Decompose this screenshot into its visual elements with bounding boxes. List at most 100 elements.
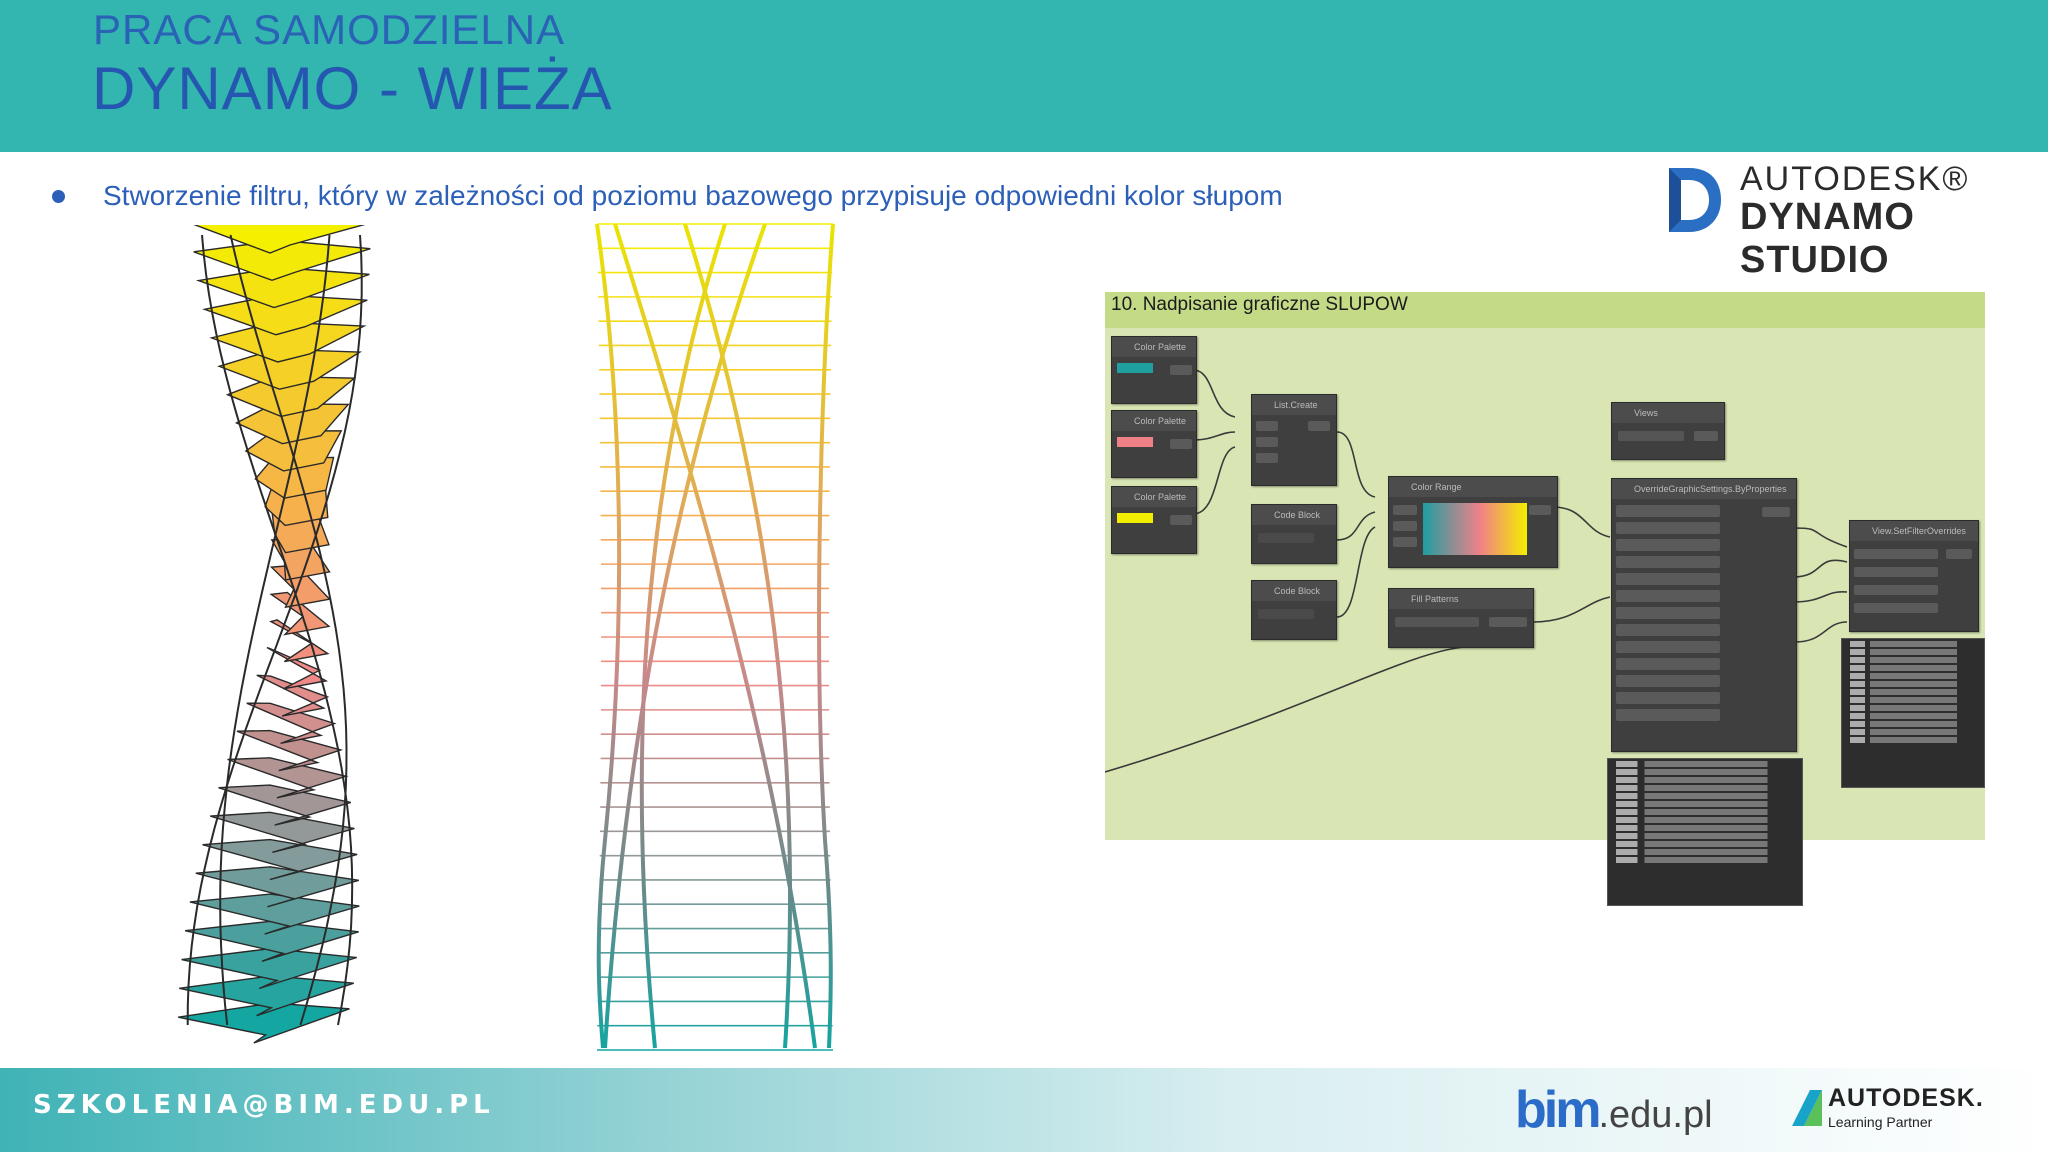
wire-column-curve [817, 223, 835, 1049]
fill-pattern-dropdown[interactable] [1395, 617, 1479, 627]
footer-banner: SZKOLENIA@BIM.EDU.PL bim.edu.pl AUTODESK… [0, 1068, 2048, 1152]
fill-patterns-node[interactable]: Fill Patterns [1388, 588, 1534, 648]
override-graphic-settings-node[interactable]: OverrideGraphicSettings.ByProperties [1611, 478, 1797, 752]
input-port[interactable] [1854, 585, 1938, 595]
dynamo-studio-logo: AUTODESK® DYNAMO STUDIO [1665, 160, 2045, 281]
node-header: Color Palette [1112, 487, 1196, 507]
wire-column-curve [603, 223, 767, 1049]
node-header: Code Block [1252, 581, 1336, 601]
color-palette-node-3[interactable]: Color Palette [1111, 486, 1197, 554]
node-header: View.SetFilterOverrides [1850, 521, 1978, 541]
input-port[interactable] [1616, 675, 1720, 687]
graph-group-header: 10. Nadpisanie graficzne SLUPOW [1105, 292, 1985, 328]
tower-column [201, 234, 354, 1026]
code-input[interactable] [1258, 533, 1314, 543]
input-port[interactable] [1854, 549, 1938, 559]
output-port[interactable] [1170, 515, 1192, 525]
autodesk-a-icon [1792, 1090, 1822, 1126]
input-port[interactable] [1616, 573, 1720, 585]
input-port[interactable] [1616, 505, 1720, 517]
input-port[interactable] [1256, 421, 1278, 431]
output-port[interactable] [1694, 431, 1718, 441]
color-range-node[interactable]: Color Range [1388, 476, 1558, 568]
node-header: Code Block [1252, 505, 1336, 525]
input-port[interactable] [1616, 624, 1720, 636]
code-block-node-1[interactable]: Code Block [1251, 504, 1337, 564]
views-node[interactable]: Views [1611, 402, 1725, 460]
output-port[interactable] [1529, 505, 1551, 515]
node-header: Color Palette [1112, 337, 1196, 357]
tower-floor-slab [246, 702, 337, 745]
view-dropdown[interactable] [1618, 431, 1684, 441]
bullet-text: Stworzenie filtru, który w zależności od… [103, 180, 1283, 211]
bim-edu-logo: bim.edu.pl [1515, 1080, 1713, 1140]
header-banner: PRACA SAMODZIELNA DYNAMO - WIEŻA [0, 0, 2048, 152]
dynamo-graph-screenshot: 10. Nadpisanie graficzne SLUPOW Color Pa… [1105, 292, 1985, 906]
color-palette-node-2[interactable]: Color Palette [1111, 410, 1197, 478]
tower-floor-slab [210, 811, 355, 853]
code-input[interactable] [1258, 609, 1314, 619]
tower-floor-slab [193, 225, 366, 254]
input-port[interactable] [1616, 692, 1720, 704]
code-block-node-2[interactable]: Code Block [1251, 580, 1337, 640]
tower-floor-slab [178, 1002, 350, 1044]
input-port[interactable] [1393, 521, 1417, 531]
tower-wireframe-render [595, 223, 835, 1051]
wire-column-curve [595, 223, 622, 1049]
autodesk-wordmark: AUTODESK® [1740, 160, 1970, 198]
output-port[interactable] [1489, 617, 1527, 627]
autodesk-learning-partner-logo: AUTODESK. Learning Partner [1790, 1084, 1990, 1140]
output-port[interactable] [1762, 507, 1790, 517]
list-create-node[interactable]: List.Create [1251, 394, 1337, 486]
tower-floor-slab [218, 784, 352, 826]
tower-floor-slab [202, 838, 358, 881]
input-port[interactable] [1616, 709, 1720, 721]
input-port[interactable] [1854, 603, 1938, 613]
input-port[interactable] [1256, 437, 1278, 447]
output-port[interactable] [1308, 421, 1330, 431]
bim-domain: .edu.pl [1598, 1094, 1713, 1136]
input-port[interactable] [1616, 641, 1720, 653]
output-port[interactable] [1170, 365, 1192, 375]
color-swatch-pink[interactable] [1117, 437, 1153, 447]
header-title: DYNAMO - WIEŻA [92, 55, 613, 122]
learning-partner-text: Learning Partner [1828, 1114, 1933, 1130]
tower-floor-slab [236, 729, 344, 772]
wire-column-curve [613, 223, 817, 1049]
contact-email[interactable]: SZKOLENIA@BIM.EDU.PL [33, 1090, 495, 1120]
input-port[interactable] [1256, 453, 1278, 463]
node-header: OverrideGraphicSettings.ByProperties [1612, 479, 1796, 499]
input-port[interactable] [1616, 590, 1720, 602]
node-header: Color Range [1389, 477, 1557, 497]
node-header: Color Palette [1112, 411, 1196, 431]
output-port[interactable] [1170, 439, 1192, 449]
graph-group-title: 10. Nadpisanie graficzne SLUPOW [1111, 294, 1408, 315]
set-filter-overrides-node[interactable]: View.SetFilterOverrides [1849, 520, 1979, 632]
color-swatch-yellow[interactable] [1117, 513, 1153, 523]
bim-wordmark: bim [1515, 1081, 1601, 1139]
input-port[interactable] [1393, 537, 1417, 547]
node-header: Fill Patterns [1389, 589, 1533, 609]
tower-floor-slab [256, 674, 330, 717]
bullet-dot-icon [52, 189, 65, 203]
dynamo-studio-wordmark: DYNAMO STUDIO [1740, 196, 1915, 281]
output-port[interactable] [1946, 549, 1972, 559]
input-port[interactable] [1616, 539, 1720, 551]
input-port[interactable] [1854, 567, 1938, 577]
input-port[interactable] [1616, 556, 1720, 568]
set-filter-output-preview [1841, 638, 1985, 788]
autodesk-partner-wordmark: AUTODESK. [1828, 1084, 1984, 1112]
input-port[interactable] [1393, 505, 1417, 515]
input-port[interactable] [1616, 522, 1720, 534]
color-palette-node-1[interactable]: Color Palette [1111, 336, 1197, 404]
bullet-item: Stworzenie filtru, który w zależności od… [52, 176, 1283, 216]
input-port[interactable] [1616, 607, 1720, 619]
tower-floor-slab [266, 646, 329, 690]
dynamo-d-icon [1669, 168, 1721, 232]
input-port[interactable] [1616, 658, 1720, 670]
graph-wires [1105, 369, 1848, 773]
tower-column [186, 234, 363, 1026]
tower-floor-slab [269, 591, 331, 636]
tower-floor-slab [195, 866, 359, 908]
color-swatch-teal[interactable] [1117, 363, 1153, 373]
